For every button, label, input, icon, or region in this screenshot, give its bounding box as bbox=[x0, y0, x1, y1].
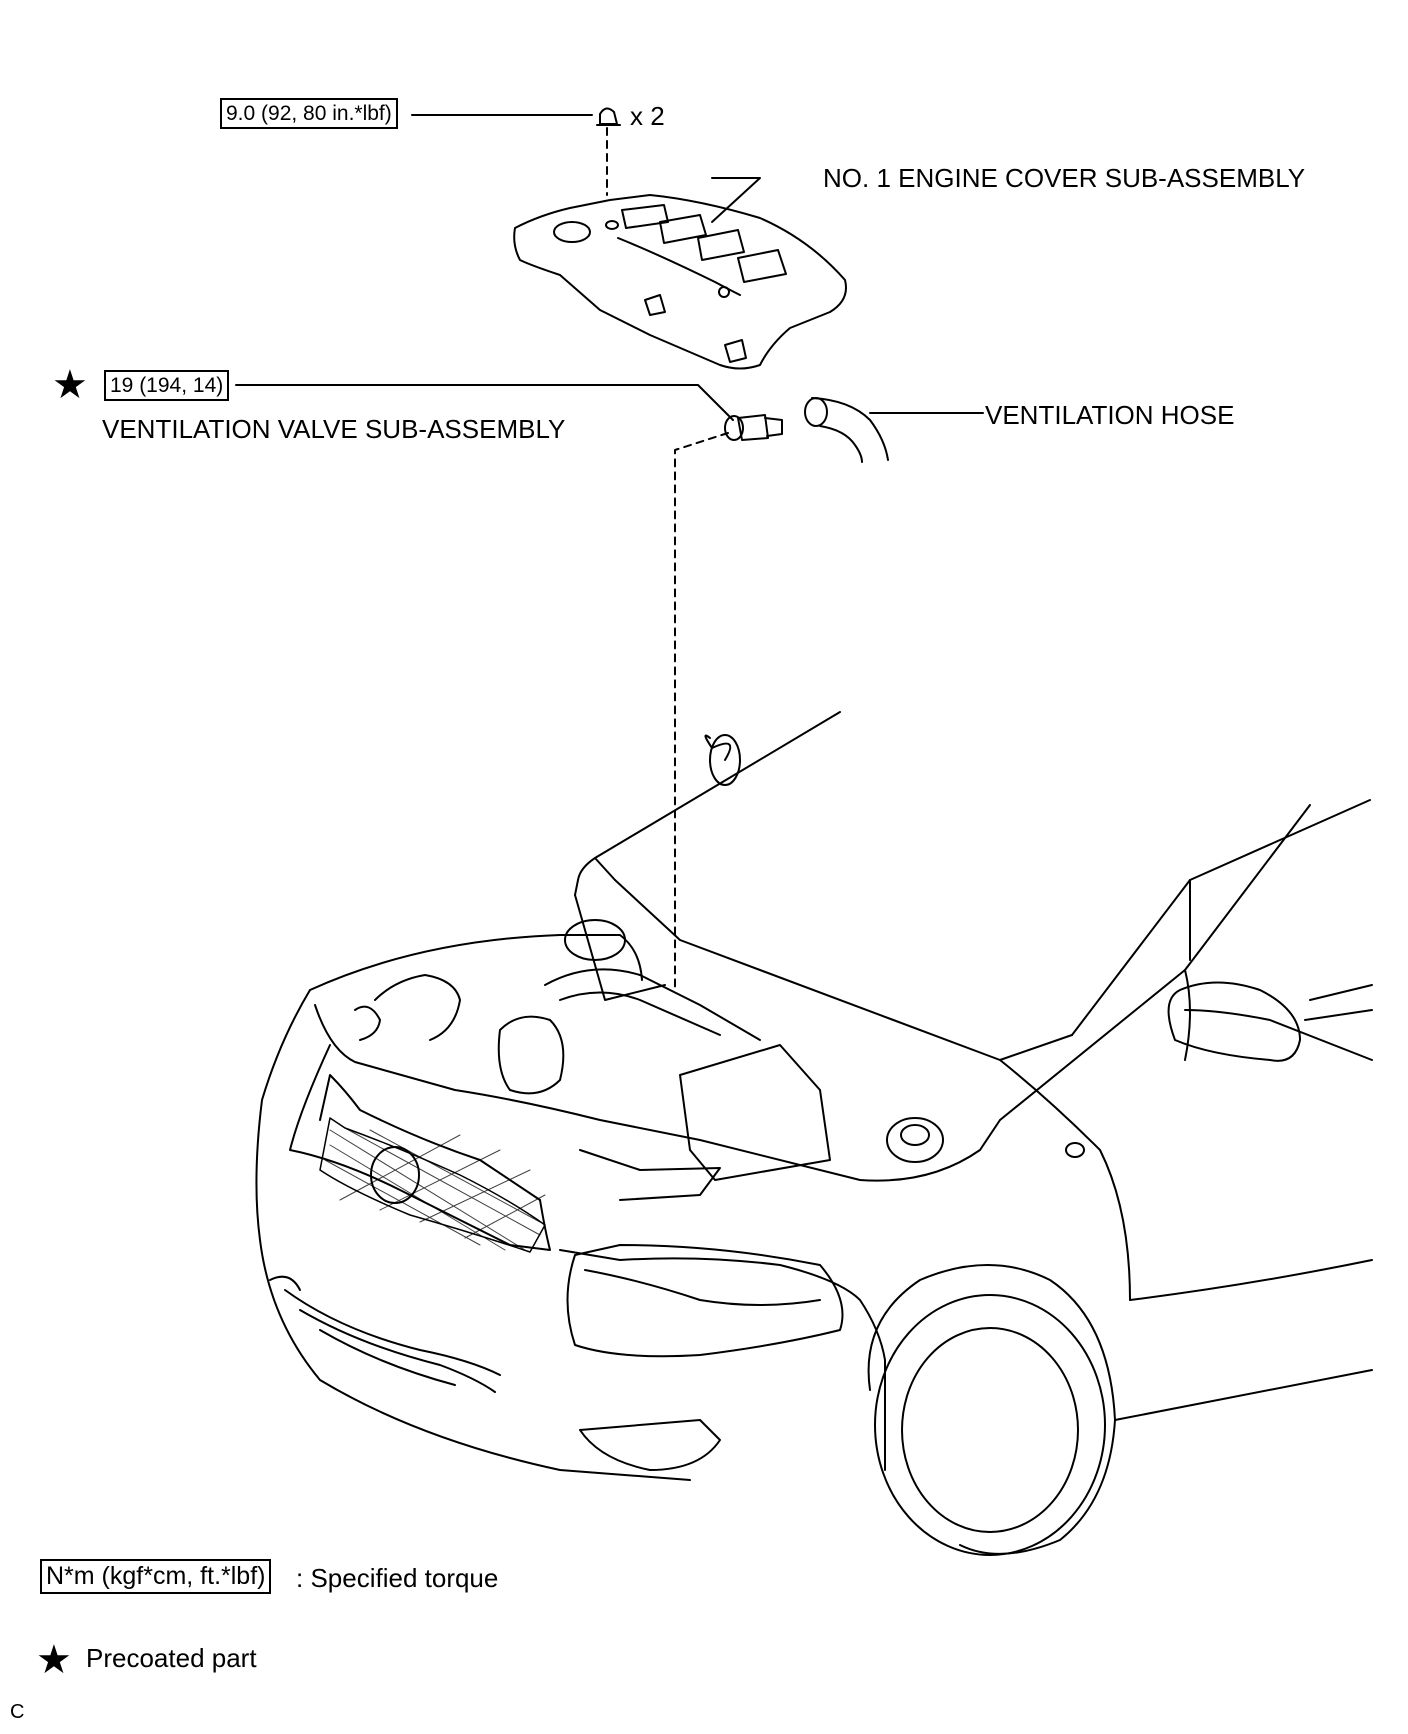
engine-cover-drawing bbox=[513, 194, 847, 370]
emblem-shape bbox=[370, 1146, 420, 1204]
nut-icon bbox=[596, 107, 621, 126]
legend-precoat-text: Precoated part bbox=[86, 1643, 257, 1673]
valve-precoat-star-icon: ★ bbox=[52, 362, 88, 408]
ventilation-valve-drawing bbox=[724, 414, 783, 441]
legend-torque-box: N*m (kgf*cm, ft.*lbf) bbox=[40, 1559, 272, 1594]
ventilation-hose-drawing bbox=[804, 397, 889, 463]
legend-torque-text: : Specified torque bbox=[296, 1563, 499, 1593]
valve-install-dashed-line bbox=[674, 432, 729, 991]
nut-torque-box: 9.0 (92, 80 in.*lbf) bbox=[220, 98, 398, 129]
valve-leader-line bbox=[235, 384, 734, 421]
valve-torque-box: 19 (194, 14) bbox=[104, 370, 230, 401]
ventilation-hose-label: VENTILATION HOSE bbox=[985, 400, 1235, 430]
figure-code: C bbox=[10, 1701, 25, 1723]
nut-quantity-label: x 2 bbox=[630, 101, 665, 131]
ventilation-valve-label: VENTILATION VALVE SUB-ASSEMBLY bbox=[102, 414, 566, 444]
legend-star-icon: ★ bbox=[36, 1637, 72, 1683]
engine-cover-leader-line bbox=[711, 177, 761, 223]
vehicle-drawing bbox=[255, 711, 1373, 1556]
engine-cover-label: NO. 1 ENGINE COVER SUB-ASSEMBLY bbox=[823, 163, 1306, 193]
